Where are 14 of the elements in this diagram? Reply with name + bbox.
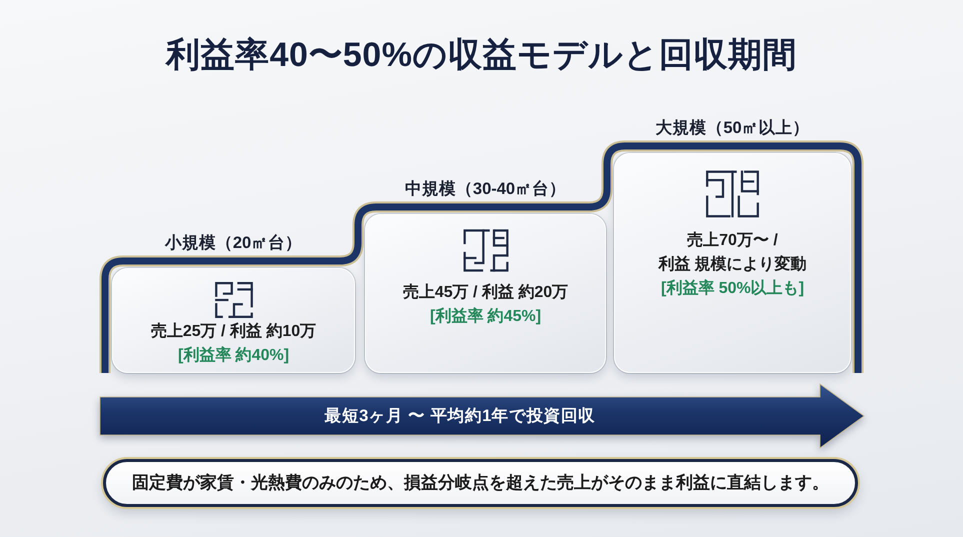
step-heading: 大規模（50㎡以上） xyxy=(654,118,811,139)
note-text: 固定費が家賃・光熱費のみのため、損益分岐点を超えた売上がそのまま利益に直結します。 xyxy=(132,472,829,494)
title: 利益率40〜50%の収益モデルと回収期間 xyxy=(164,35,798,76)
profit-rate-text: [利益率 50%以上も] xyxy=(660,278,804,299)
sales-profit-text: 売上25万 / 利益 約10万 xyxy=(150,322,316,342)
profit-rate-text: [利益率 約45%] xyxy=(430,306,542,327)
note-box xyxy=(103,459,858,507)
step-heading: 中規模（30-40㎡台） xyxy=(404,179,568,200)
arrow-label: 最短3ヶ月 〜 平均約1年で投資回収 xyxy=(324,406,596,427)
step-heading: 小規模（20㎡台） xyxy=(164,233,304,254)
sales-profit-text: 売上45万 / 利益 約20万 xyxy=(402,282,568,303)
arrow-banner xyxy=(100,384,864,448)
profit-rate-text: [利益率 約40%] xyxy=(178,345,290,366)
sales-profit-text: 売上70万〜 / 利益 規模により変動 xyxy=(658,230,807,275)
